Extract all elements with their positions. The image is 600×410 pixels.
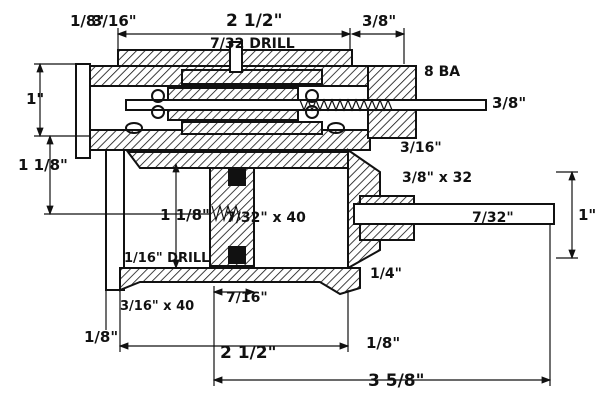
dim-top-3-16: 3/16"	[92, 12, 137, 30]
base-plate	[119, 267, 361, 296]
dim-right-1: 1"	[578, 206, 596, 224]
dim-nut-3-8x32: 3/8" x 32	[402, 170, 472, 186]
dim-left-1-1-8: 1 1/8"	[18, 156, 68, 174]
dim-inner-1-1-8: 1 1/8"	[160, 206, 210, 224]
dim-8ba: 8 BA	[424, 64, 460, 80]
dim-bolt-3-16: 3/16"	[400, 140, 442, 156]
dim-top-1-8: 1/8"	[70, 12, 104, 30]
drill-stud	[229, 41, 243, 73]
dim-drill-7-32: 7/32 DRILL	[210, 36, 295, 52]
ring-upper	[228, 168, 246, 186]
dim-rod-3-8: 3/8"	[492, 94, 526, 112]
dim-bottom-1-8-left: 1/8"	[84, 328, 118, 346]
threaded-rod	[125, 89, 487, 134]
dim-left-1: 1"	[26, 90, 44, 108]
output-pipe	[353, 203, 555, 225]
dim-thread-3-16x40: 3/16" x 40	[120, 299, 194, 314]
end-flange	[75, 63, 91, 159]
dim-gap-7-16: 7/16"	[226, 290, 268, 306]
dim-bottom-2-1-2: 2 1/2"	[220, 343, 276, 363]
dim-top-2-1-2: 2 1/2"	[226, 11, 282, 31]
dim-drill-1-16: 1/16" DRILL	[124, 251, 209, 266]
dim-bottom-1-8-right: 1/8"	[366, 334, 400, 352]
thread-marks	[211, 203, 241, 223]
dimension-labels: 1/8" 3/16" 2 1/2" 3/8" 7/32 DRILL 8 BA 1…	[18, 11, 596, 391]
inner-barrel-top	[181, 69, 323, 85]
dim-pipe-7-32: 7/32"	[472, 210, 514, 226]
mid-plate	[126, 151, 351, 169]
dim-overall-3-5-8: 3 5/8"	[368, 371, 424, 391]
dim-thread-7-32x40: 7/32" x 40	[226, 210, 306, 226]
inner-barrel-bottom	[181, 121, 323, 135]
dim-quarter: 1/4"	[370, 266, 402, 282]
dim-top-3-8: 3/8"	[362, 12, 396, 30]
dimension-lines	[34, 28, 578, 386]
left-wall	[105, 149, 125, 291]
ring-lower	[228, 246, 246, 264]
